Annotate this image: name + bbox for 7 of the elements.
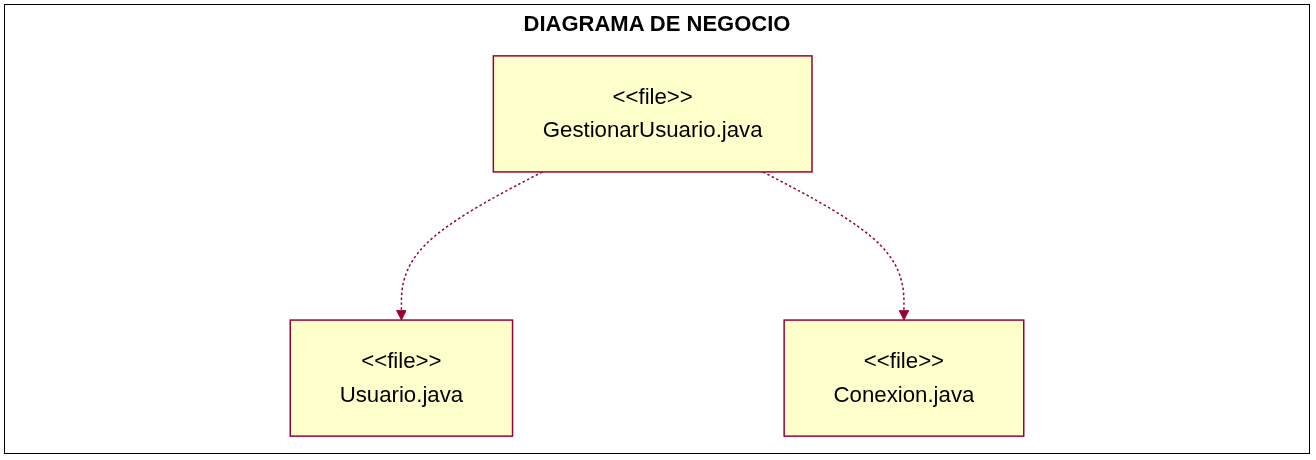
node-box [492, 55, 813, 173]
node-box [289, 319, 514, 437]
node-box [783, 319, 1025, 437]
diagram-frame: DIAGRAMA DE NEGOCIO <<file>> GestionarUsuario.java <<file>> Usuario.java <<file>> Conexion.java [4, 4, 1310, 454]
arrow [762, 171, 910, 321]
diagram-title: DIAGRAMA DE NEGOCIO [523, 11, 791, 37]
arrow [395, 171, 544, 321]
